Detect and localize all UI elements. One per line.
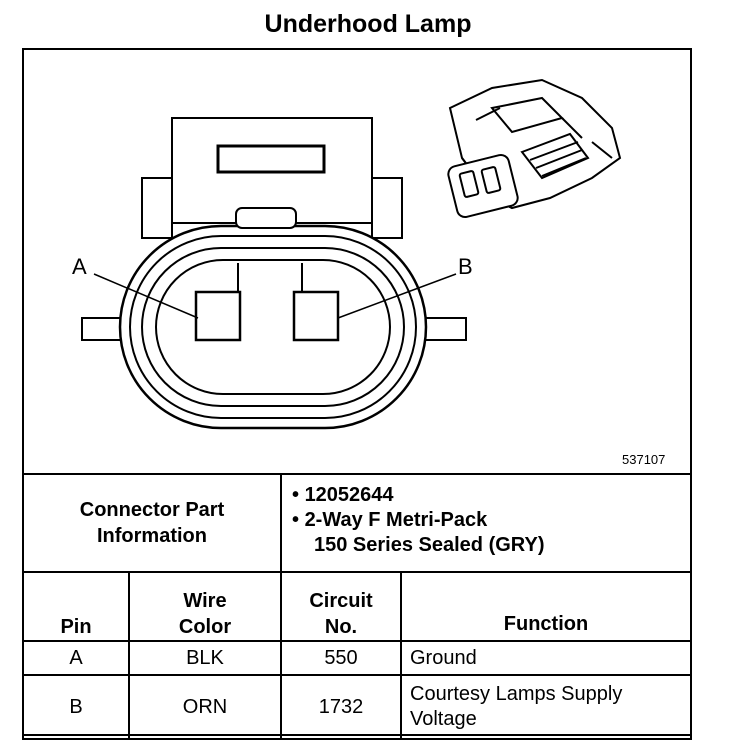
table-header-row: Pin Wire Color Circuit No. Function bbox=[22, 571, 692, 642]
cell-wire-color: BLK bbox=[128, 640, 282, 676]
connector-part-details: • 12052644 • 2-Way F Metri-Pack 150 Seri… bbox=[280, 473, 692, 573]
figure-number: 537107 bbox=[622, 452, 666, 467]
table-row: A BLK 550 Ground bbox=[22, 640, 692, 676]
header-circuit-no: Circuit No. bbox=[280, 571, 402, 642]
cell-function: Courtesy Lamps Supply Voltage bbox=[400, 674, 692, 740]
header-pin: Pin bbox=[22, 571, 130, 642]
connector-shoulder-right bbox=[371, 177, 403, 239]
connector-description-2: 150 Series Sealed (GRY) bbox=[314, 534, 545, 556]
connector-diagram bbox=[81, 78, 622, 430]
connector-illustration bbox=[447, 78, 622, 219]
connector-part-label: Connector Part Information bbox=[22, 473, 282, 573]
cell-pin: A bbox=[22, 640, 130, 676]
latch-window bbox=[216, 144, 326, 174]
connector-info-table: Connector Part Information • 12052644 • … bbox=[22, 473, 692, 740]
cell-function: Ground bbox=[400, 640, 692, 676]
terminal-b bbox=[292, 290, 340, 342]
page-title: Underhood Lamp bbox=[264, 10, 472, 38]
connector-label-line-2: Information bbox=[97, 525, 207, 547]
connector-description-1: 2-Way F Metri-Pack bbox=[304, 509, 488, 531]
pin-label-b: B bbox=[458, 254, 473, 279]
connector-key bbox=[235, 207, 297, 229]
part-number: 12052644 bbox=[304, 484, 394, 506]
connector-shoulder-left bbox=[141, 177, 173, 239]
connector-cavity bbox=[155, 259, 391, 395]
header-function: Function bbox=[400, 571, 692, 642]
connector-label-line-1: Connector Part bbox=[79, 499, 225, 521]
cell-circuit: 1732 bbox=[280, 674, 402, 740]
header-wire-color: Wire Color bbox=[128, 571, 282, 642]
cell-wire-color: ORN bbox=[128, 674, 282, 740]
connector-seal-inner bbox=[141, 247, 405, 407]
leader-line-a bbox=[93, 273, 199, 319]
connector-body bbox=[118, 224, 428, 430]
cell-circuit: 550 bbox=[280, 640, 402, 676]
pin-label-a: A bbox=[72, 254, 87, 279]
cell-pin: B bbox=[22, 674, 130, 740]
leader-line-b bbox=[337, 273, 457, 319]
connector-seal-outer bbox=[129, 235, 417, 419]
terminal-a bbox=[194, 290, 242, 342]
table-row: B ORN 1732 Courtesy Lamps Supply Voltage bbox=[22, 674, 692, 740]
